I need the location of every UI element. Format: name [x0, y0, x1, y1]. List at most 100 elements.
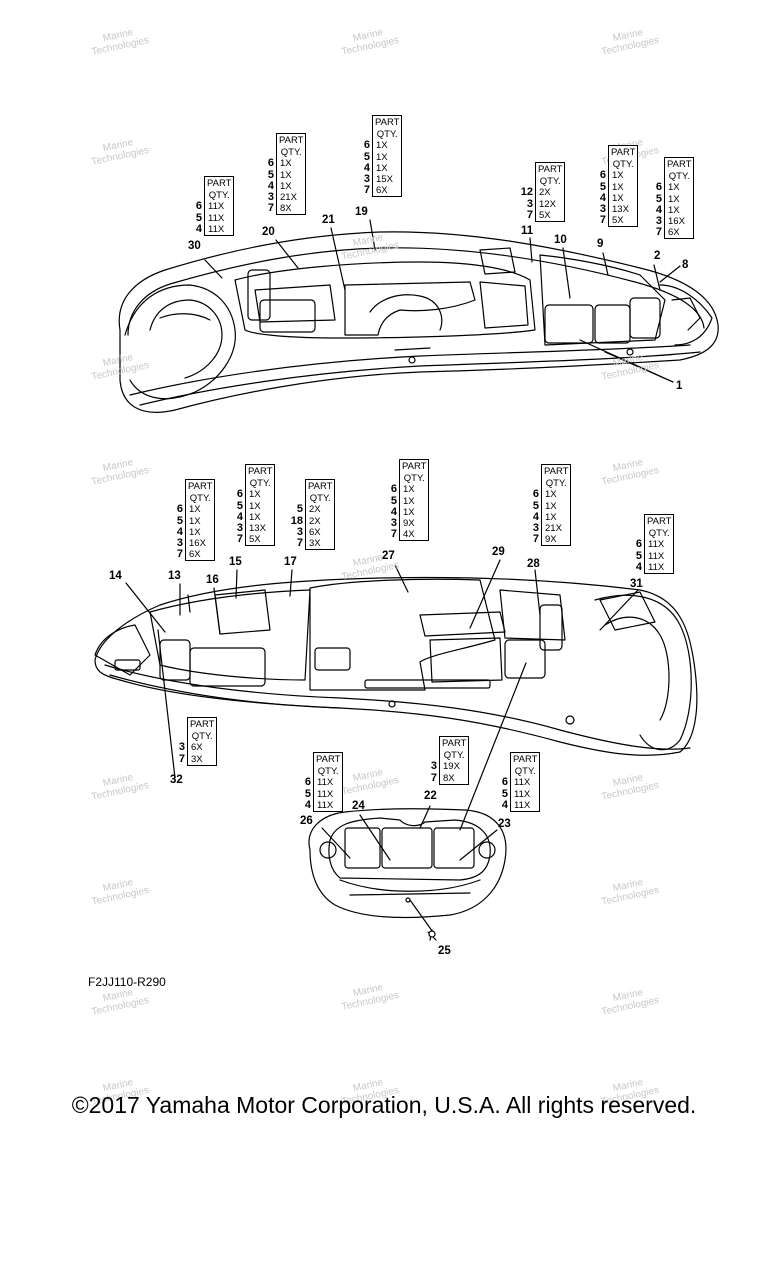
part-quantity: 1X	[189, 515, 201, 527]
part-number: 6	[304, 776, 311, 789]
table-row: 5 2X	[297, 504, 334, 516]
part-quantity: 1X	[668, 182, 680, 194]
part-number: 7	[296, 537, 303, 550]
part-quantity: 21X	[545, 523, 562, 535]
part-number: 5	[501, 787, 508, 800]
callout-10: 10	[554, 234, 567, 246]
part-quantity: 1X	[403, 495, 415, 507]
callout-13: 13	[168, 570, 181, 582]
part-quantity: 4X	[403, 529, 415, 541]
table-header: PART	[308, 481, 333, 492]
part-quantity: 11X	[317, 777, 334, 789]
part-quantity: 1X	[612, 181, 624, 193]
table-row: 5 1X	[177, 515, 214, 527]
part-number: 6	[195, 200, 202, 213]
part-number: 7	[267, 202, 274, 215]
part-number: 3	[532, 522, 539, 535]
part-number: 6	[599, 169, 606, 182]
part-quantity: 11X	[208, 201, 225, 213]
table-header: PART	[248, 466, 273, 477]
part-quantity: 8X	[443, 772, 455, 784]
callout-30: 30	[188, 240, 201, 252]
part-quantity: 1X	[189, 526, 201, 538]
part-quantity: 1X	[280, 169, 292, 181]
part-quantity: 5X	[612, 215, 624, 227]
part-quantity: 1X	[612, 192, 624, 204]
part-number: 18	[290, 514, 303, 527]
table-header: PART	[190, 719, 215, 730]
table-header: QTY.	[280, 147, 302, 159]
part-quantity: 1X	[376, 151, 388, 163]
part-number: 5	[532, 499, 539, 512]
part-quantity: 15X	[376, 174, 393, 186]
part-number: 4	[655, 203, 662, 216]
part-quantity: 1X	[545, 489, 557, 501]
part-quantity: 11X	[317, 799, 334, 811]
callout-17: 17	[284, 556, 297, 568]
part-number: 5	[176, 514, 183, 527]
callout-16: 16	[206, 574, 219, 586]
table-header: QTY.	[208, 190, 230, 202]
part-quantity: 11X	[514, 788, 531, 800]
table-row: 5 11X	[502, 788, 539, 800]
table-header: QTY.	[668, 171, 690, 183]
part-number: 5	[296, 503, 303, 516]
top-hull-drawing	[118, 219, 719, 413]
callout-14: 14	[109, 570, 122, 582]
part-quantity: 1X	[376, 162, 388, 174]
middle-hull-drawing	[94, 559, 698, 831]
part-quantity: 6X	[189, 549, 201, 561]
part-number: 4	[195, 222, 202, 235]
callout-11: 11	[521, 225, 534, 237]
part-quantity: 13X	[612, 204, 629, 216]
part-number: 6	[635, 538, 642, 551]
part-number: 5	[236, 499, 243, 512]
callout-23: 23	[498, 818, 511, 830]
part-number: 3	[655, 215, 662, 228]
table-header: PART	[188, 481, 213, 492]
part-number: 4	[635, 560, 642, 573]
callout-24: 24	[352, 800, 365, 812]
part-quantity: 6X	[376, 185, 388, 197]
part-number: 6	[363, 139, 370, 152]
table-header: PART	[316, 754, 341, 765]
table-header: QTY.	[191, 731, 213, 743]
part-quantity: 1X	[249, 489, 261, 501]
part-number: 7	[599, 214, 606, 227]
part-quantity: 1X	[403, 506, 415, 518]
part-quantity: 2X	[309, 504, 321, 516]
part-quantity: 9X	[403, 518, 415, 530]
table-header: PART	[279, 135, 304, 146]
part-number: 6	[390, 483, 397, 496]
part-number: 3	[296, 525, 303, 538]
